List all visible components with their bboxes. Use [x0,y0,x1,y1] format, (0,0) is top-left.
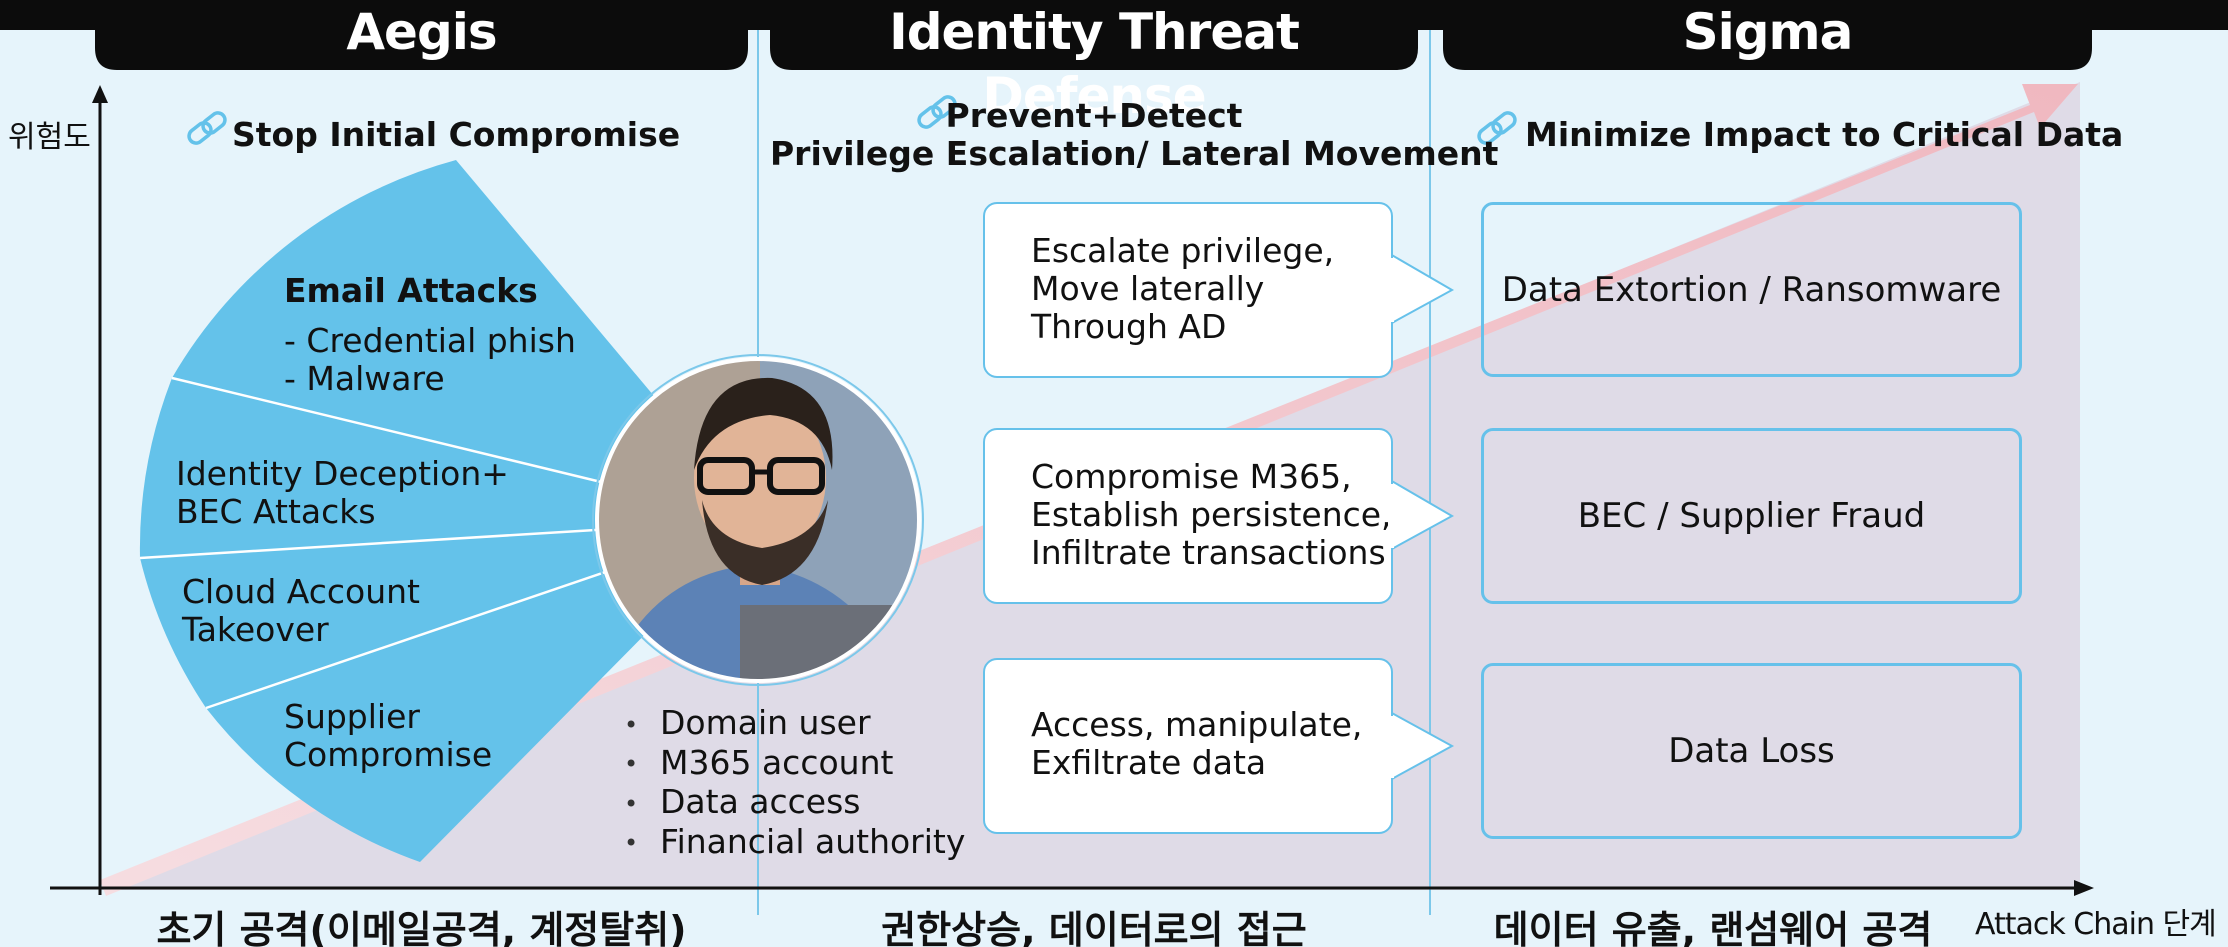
cloud-account-label-1: Cloud Account [182,572,420,611]
callout-line: Access, manipulate, [1031,705,1363,744]
pointer-seam [1388,258,1394,322]
chain-link-icon [917,95,957,129]
callout-box-escalate: Escalate privilege, Move laterally Throu… [983,202,1393,378]
user-portrait [597,359,919,681]
heading-stop-initial-compromise: Stop Initial Compromise [232,115,681,154]
email-attacks-title: Email Attacks [284,271,538,310]
outcome-box-data-loss: Data Loss [1481,663,2022,839]
callout-line: Establish persistence, [1031,495,1392,534]
tab-aegis: Aegis [346,3,497,61]
x-axis-arrowhead [2074,880,2094,896]
outcome-box-bec-fraud: BEC / Supplier Fraud [1481,428,2022,604]
callout-pointer-1 [1389,252,1455,326]
y-axis-label: 위험도 [8,120,91,155]
asset-item: Data access [624,783,965,823]
identity-deception-label-1: Identity Deception+ [176,454,509,493]
supplier-compromise-label-1: Supplier [284,697,420,736]
chain-link-icon [187,111,227,145]
y-axis-arrowhead [92,85,108,103]
cloud-account-label-2: Takeover [182,610,329,649]
stage-label-initial-attack: 초기 공격(이메일공격, 계정탈취) [156,908,687,947]
asset-item: Financial authority [624,822,965,863]
tab-sigma-shape [1443,0,2092,70]
pointer-seam [1388,716,1394,778]
supplier-compromise-label-2: Compromise [284,735,493,774]
callout-line: Escalate privilege, [1031,231,1335,270]
callout-line: Move laterally [1031,269,1265,308]
heading-minimize-impact: Minimize Impact to Critical Data [1525,115,2124,154]
x-axis-label: Attack Chain 단계 [1975,907,2217,942]
pointer-seam [1388,484,1394,548]
callout-line: Compromise M365, [1031,457,1352,496]
callout-line: Infiltrate transactions [1031,533,1386,572]
stage-label-privilege-escalation: 권한상승, 데이터로의 접근 [881,908,1307,947]
asset-item: Domain user [624,704,965,744]
identity-deception-label-2: BEC Attacks [176,492,376,531]
callout-box-compromise-m365: Compromise M365, Establish persistence, … [983,428,1393,604]
heading-prevent-detect: Prevent+Detect [945,96,1243,135]
asset-item: M365 account [624,743,965,784]
heading-privilege-escalation: Privilege Escalation/ Lateral Movement [770,134,1499,173]
tab-sigma: Sigma [1682,3,1854,61]
stage-label-data-exfiltration: 데이터 유출, 랜섬웨어 공격 [1493,908,1933,947]
email-attacks-item-phish: - Credential phish [284,321,576,360]
chain-link-icon [1477,111,1517,145]
outcome-box-ransomware: Data Extortion / Ransomware [1481,202,2022,377]
tab-itd-shape [770,0,1418,70]
asset-list: Domain user M365 account Data access Fin… [624,704,965,862]
callout-line: Exfiltrate data [1031,743,1267,782]
callout-box-exfiltrate: Access, manipulate, Exfiltrate data [983,658,1393,834]
callout-line: Through AD [1031,307,1227,346]
tab-identity-threat-defense: Identity Threat Defense [889,3,1300,125]
fan-segment-email [172,160,758,520]
email-attacks-item-malware: - Malware [284,359,445,398]
tab-aegis-shape [95,0,748,70]
